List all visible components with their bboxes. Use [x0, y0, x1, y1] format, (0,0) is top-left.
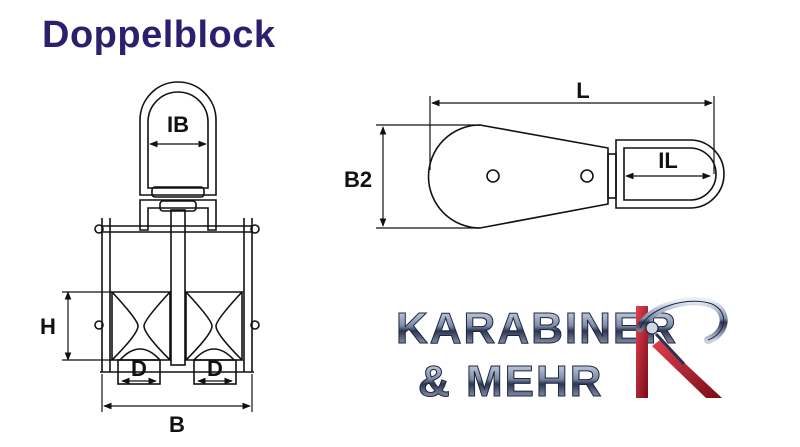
logo-line1: KARABINER: [396, 304, 678, 353]
swivel-eye: [139, 81, 217, 198]
side-view: [427, 124, 725, 229]
front-dimensions: [62, 140, 253, 412]
logo-line2: & MEHR: [418, 357, 604, 406]
label-h: H: [40, 314, 56, 339]
axle-hole: [486, 169, 500, 183]
label-d-left: D: [131, 356, 147, 381]
label-d-right: D: [207, 356, 223, 381]
side-plates: [94, 218, 260, 373]
logo-r-leg: [652, 340, 722, 398]
label-b: B: [169, 412, 185, 437]
block-body: [427, 124, 609, 229]
sheave-left: [110, 291, 172, 361]
karabiner-mehr-logo: KARABINER & MEHR: [396, 297, 728, 407]
label-b2: B2: [344, 167, 372, 192]
eye-inner: [623, 147, 717, 201]
label-l: L: [576, 78, 589, 103]
front-view: [94, 81, 260, 385]
swivel-neck: [607, 153, 617, 199]
rivet-hole: [580, 169, 594, 183]
label-il: IL: [658, 148, 678, 173]
side-dimensions: [376, 96, 715, 229]
label-ib: IB: [167, 112, 189, 137]
center-pin: [170, 209, 186, 366]
page-title: Doppelblock: [42, 14, 276, 56]
logo-hook-gate: [654, 332, 686, 366]
sheave-right: [184, 291, 244, 361]
eye-outer: [615, 139, 725, 209]
yoke: [139, 199, 217, 231]
